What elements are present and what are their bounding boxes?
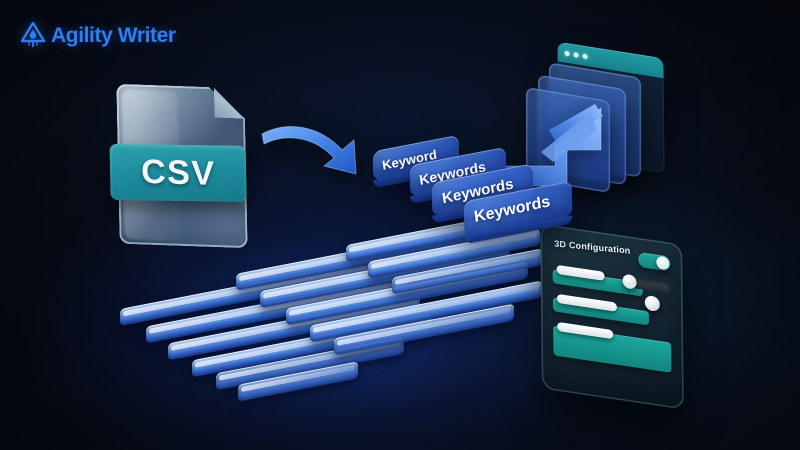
brand-name: Agility Writer [51, 24, 176, 47]
csv-file-band: CSV [109, 143, 247, 202]
config-toggle-switch[interactable] [638, 251, 671, 272]
curved-arrow-down-right-icon [261, 126, 357, 175]
config-panel-title: 3D Configuration [554, 238, 631, 256]
window-dot-icon [582, 52, 588, 59]
csv-file-icon[interactable]: CSV [109, 84, 247, 248]
config-slider-knob[interactable] [644, 294, 660, 313]
csv-file-fold-corner [214, 88, 245, 119]
window-dot-icon [564, 50, 570, 56]
rocket-pen-logo-icon [20, 22, 46, 48]
window-dot-icon [573, 51, 579, 58]
toggle-knob [655, 255, 669, 271]
config-panel[interactable]: 3D Configuration [540, 223, 684, 410]
brand-logo[interactable]: Agility Writer [20, 22, 176, 50]
csv-file-label: CSV [140, 152, 216, 193]
